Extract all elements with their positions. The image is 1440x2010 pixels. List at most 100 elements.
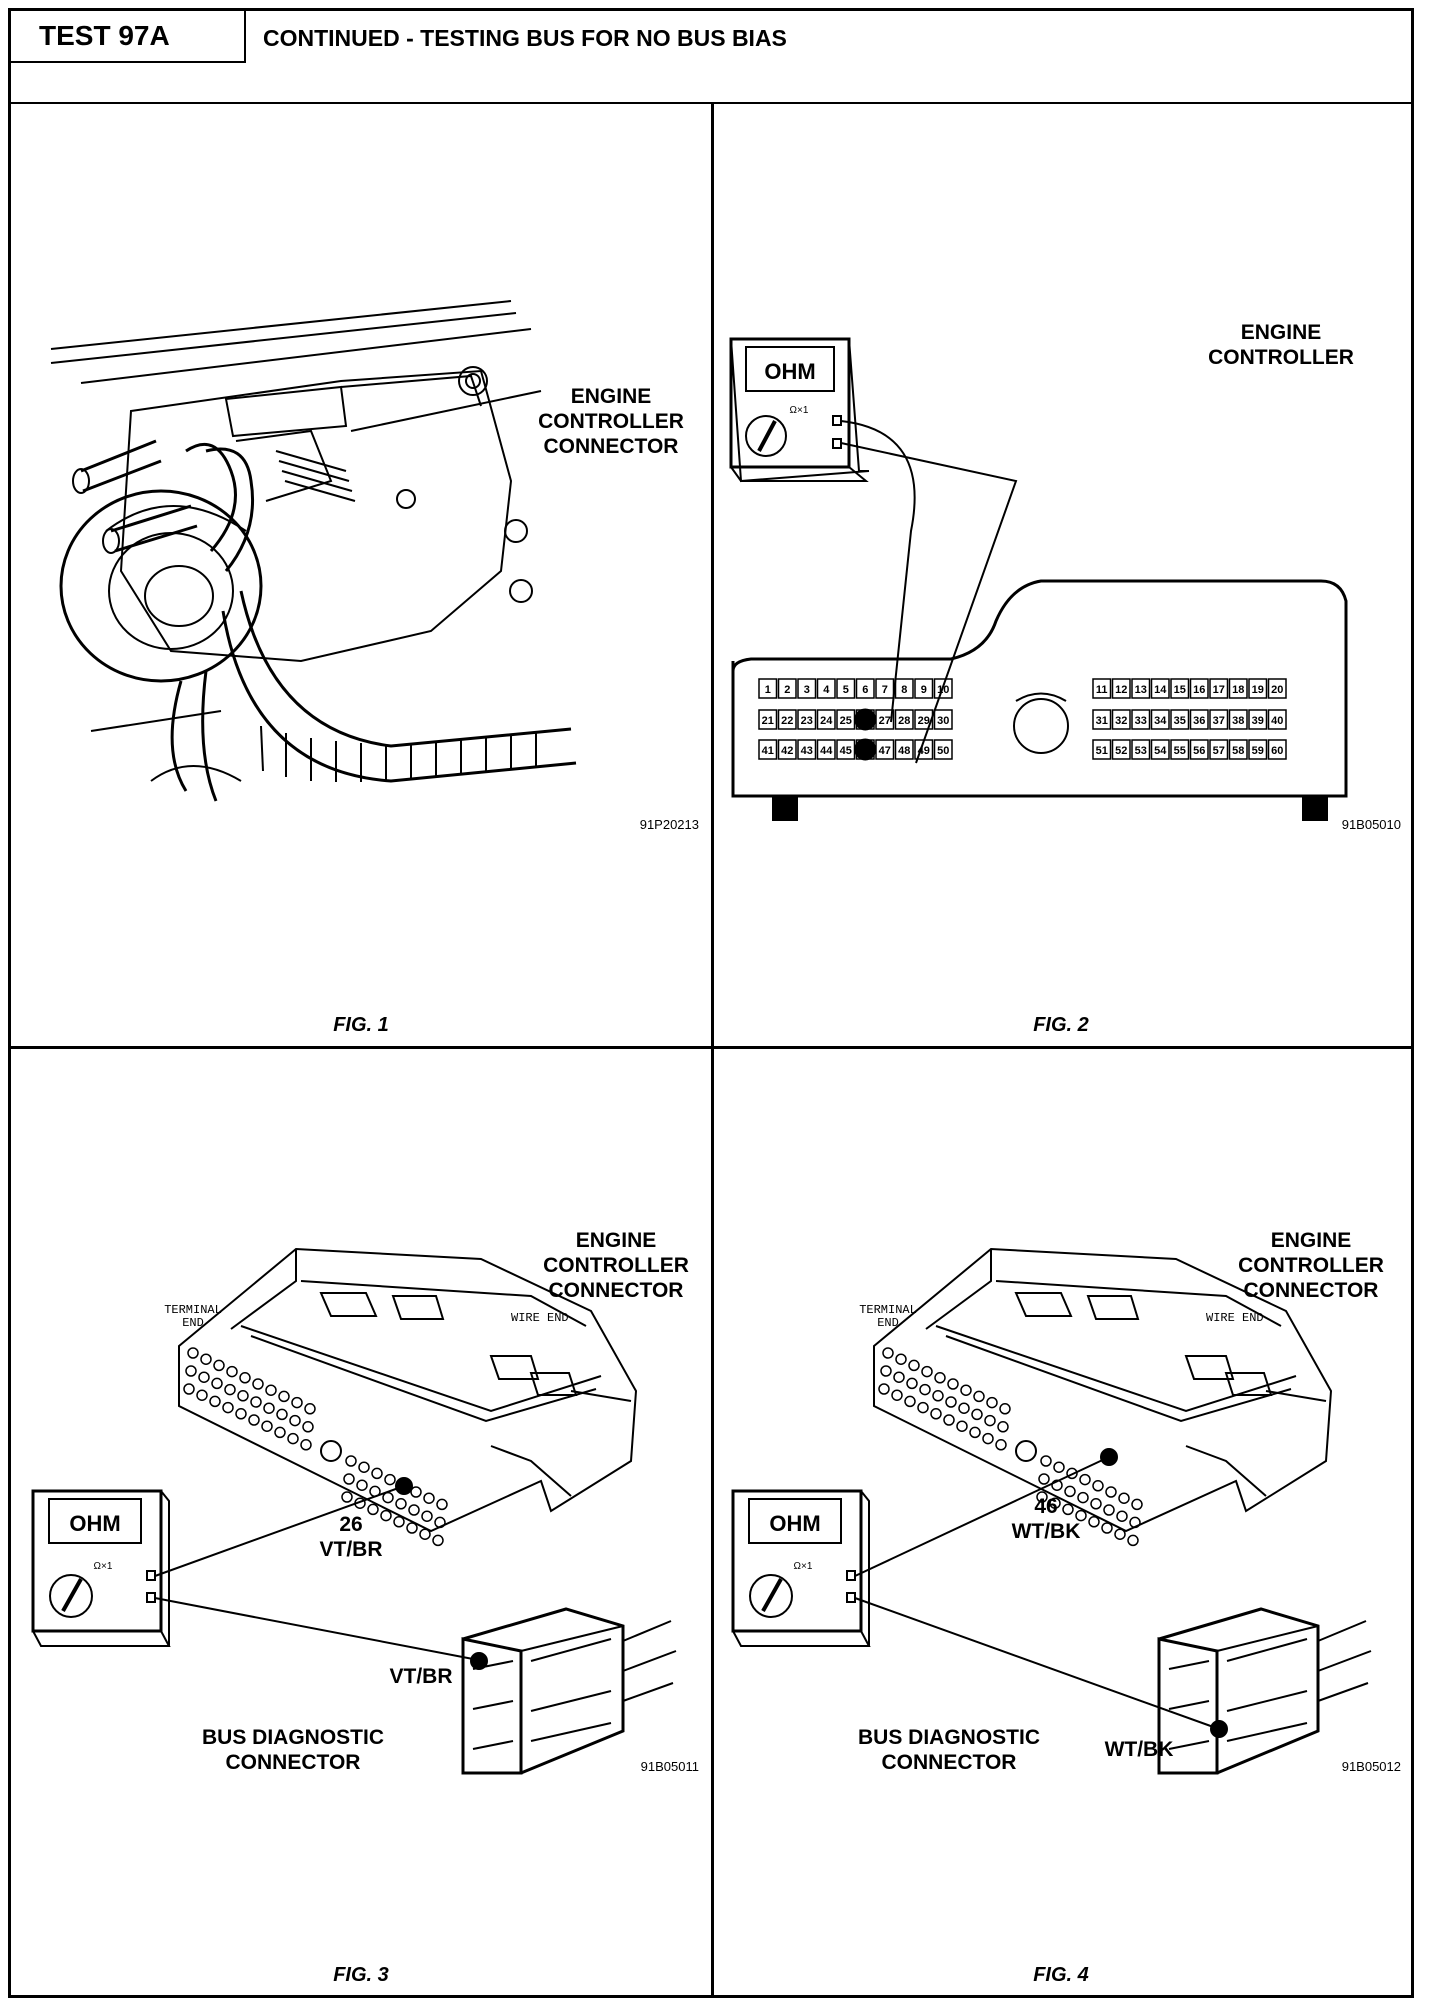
pin-cell-22 [777,709,797,730]
pin-label-20: 20 [1271,684,1283,696]
connector-pin [932,1390,944,1402]
pin-cell-53 [1131,739,1151,760]
fig3-diag-label-line-2: CONNECTOR [226,1751,361,1774]
pin-label-3: 3 [804,684,810,696]
connector-pin [1101,1522,1113,1534]
fig4-diag-probe-point [1210,1720,1228,1738]
connector-pin [971,1408,983,1421]
connector-pin [908,1359,920,1372]
fig1-code: 91P20213 [640,817,699,832]
fig2-ohmmeter: OHM Ω×1 [729,337,870,483]
connector-pin [969,1426,981,1439]
pin-cell-9 [914,678,934,699]
connector-pin [1114,1528,1126,1540]
connector-pin [1064,1485,1076,1498]
pin-cell-1 [758,678,778,699]
pin-label-44: 44 [820,745,833,757]
fig2-center-boss [1013,698,1069,754]
fig2-probe-wire-2 [840,442,1018,764]
fig1-panel: ENGINE CONTROLLER CONNECTOR 91P20213 FIG… [50,300,699,1036]
connector-pin [213,1359,225,1372]
pin-cell-13 [1131,678,1151,699]
pin-cell-44 [816,739,836,760]
connector-pin [274,1426,286,1439]
fig4-label-line-1: ENGINE [1271,1229,1352,1252]
connector-pin [1105,1486,1117,1498]
pin-cell-32 [1111,709,1131,730]
pin-label-5: 5 [843,684,849,696]
fig4-meter-jack-2 [846,1592,856,1603]
connector-pin [1062,1503,1074,1516]
pin-label-50: 50 [937,745,949,757]
connector-pin [291,1396,303,1409]
fig3-controller-connector [178,1247,638,1533]
fig2-meter-jack-1 [832,415,842,426]
pin-cell-6 [855,678,875,699]
pin-label-25: 25 [840,715,852,727]
pin-cell-54 [1150,739,1170,760]
pin-cell-39 [1248,709,1268,730]
pin-label-19: 19 [1252,684,1264,696]
pin-cell-55 [1170,739,1190,760]
connector-pin [289,1414,301,1427]
connector-pin [237,1390,249,1402]
fig2-label-line-1: ENGINE [1241,321,1322,344]
pin-cell-30 [933,709,953,730]
pin-label-56: 56 [1193,745,1205,757]
fig3-terminal-end-line-1: TERMINAL [164,1303,222,1317]
pin-label-8: 8 [901,684,907,696]
connector-pin [222,1401,234,1414]
probe-dot-pin-26 [854,708,877,731]
fig3-label-line-3: CONNECTOR [549,1279,684,1302]
fig4-meter-range: Ω×1 [794,1561,813,1572]
pin-label-29: 29 [918,715,930,727]
pin-label-57: 57 [1213,745,1225,757]
pin-label-34: 34 [1154,715,1167,727]
connector-center-boss [1015,1440,1037,1462]
fig4-pin-wire: WT/BK [1012,1520,1081,1543]
connector-pin [393,1516,405,1528]
connector-pin [343,1473,355,1485]
fig4-panel: ENGINE CONTROLLER CONNECTOR TERMINAL END… [731,1229,1401,1986]
pin-label-6: 6 [862,684,868,696]
pin-label-58: 58 [1232,745,1244,757]
fig3-label-line-1: ENGINE [576,1229,657,1252]
pin-label-14: 14 [1154,684,1167,696]
fig4-diag-label-line-1: BUS DIAGNOSTIC [858,1726,1040,1749]
connector-pin [973,1390,985,1403]
fig3-caption: FIG. 3 [333,1964,389,1986]
fig4-code: 91B05012 [1342,1759,1401,1774]
pin-label-1: 1 [765,684,771,696]
connector-pin [906,1377,918,1390]
pin-label-13: 13 [1135,684,1147,696]
pin-cell-7 [875,678,895,699]
pin-label-52: 52 [1115,745,1127,757]
connector-pin [930,1408,942,1420]
pin-cell-58 [1228,739,1248,760]
connector-pin [997,1421,1009,1433]
fig4-meter-display: OHM [769,1511,820,1536]
pin-cell-33 [1131,709,1151,730]
pin-cell-40 [1267,709,1287,730]
pin-label-21: 21 [762,715,774,727]
pin-cell-21 [758,709,778,730]
connector-pin [1038,1473,1050,1485]
connector-pin [261,1420,273,1432]
connector-pin [895,1353,907,1365]
pin-cell-2 [777,678,797,699]
pin-cell-36 [1189,709,1209,730]
fig1-caption: FIG. 1 [333,1014,389,1036]
pin-label-27: 27 [879,715,891,727]
fig4-label-line-3: CONNECTOR [1244,1279,1379,1302]
connector-pin [1131,1498,1143,1511]
pin-label-28: 28 [898,715,910,727]
pin-cell-50 [933,739,953,760]
fig4-meter-jack-1 [846,1570,856,1581]
fig3-diag-probe-point [470,1652,488,1670]
fig4-pin-number: 46 [1034,1495,1057,1518]
connector-pin [960,1384,972,1396]
connector-pin [1088,1516,1100,1528]
fig2-caption: FIG. 2 [1033,1014,1089,1036]
fig4-terminal-end-line-1: TERMINAL [859,1303,917,1317]
